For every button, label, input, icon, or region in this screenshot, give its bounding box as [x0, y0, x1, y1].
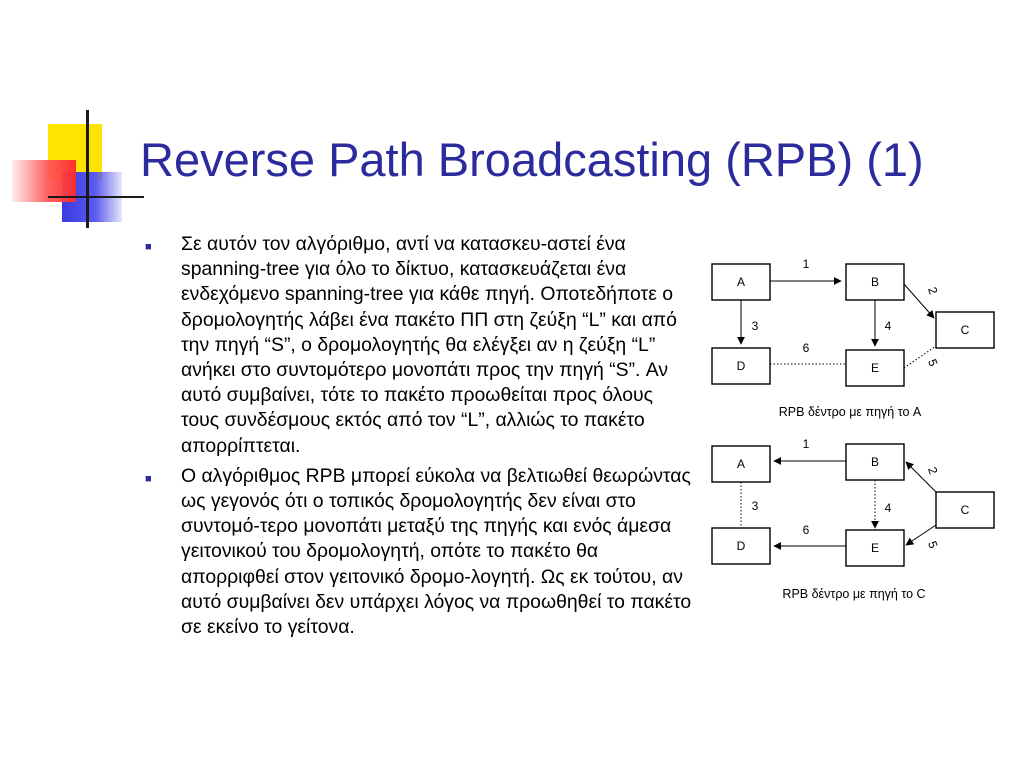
- edge-weight-be: 4: [885, 501, 892, 515]
- edge-c-e: [905, 524, 937, 546]
- rpb-diagrams: A B C D E 1 2 3 4 6 5 RPB δέντρο με πηγή…: [711, 257, 995, 601]
- node-c-label: C: [961, 323, 970, 337]
- edge-weight-ab: 1: [803, 437, 810, 451]
- diagram-caption: RPB δέντρο με πηγή το C: [782, 587, 925, 601]
- edge-weight-ad: 3: [752, 319, 759, 333]
- node-d: [711, 347, 771, 385]
- node-e-label: E: [871, 361, 879, 375]
- node-c: [935, 311, 995, 349]
- logo-vertical-line: [86, 110, 89, 228]
- node-b-label: B: [871, 455, 879, 469]
- slide-title: Reverse Path Broadcasting (RPB) (1): [140, 133, 924, 186]
- edge-weight-ec: 5: [925, 539, 941, 550]
- node-a: [711, 263, 771, 301]
- bullet-item: ■ Ο αλγόριθμος RPB μπορεί εύκολα να βελτ…: [145, 464, 693, 640]
- node-a-label: A: [737, 457, 745, 471]
- logo-red-square: [12, 160, 76, 202]
- bullet-text: Ο αλγόριθμος RPB μπορεί εύκολα να βελτιω…: [181, 464, 692, 639]
- node-b-label: B: [871, 275, 879, 289]
- node-b: [845, 443, 905, 481]
- bullet-list: ■ Σε αυτόν τον αλγόριθμο, αντί να κατασκ…: [145, 232, 693, 645]
- node-b: [845, 263, 905, 301]
- edge-weight-de: 6: [803, 341, 810, 355]
- node-c: [935, 491, 995, 529]
- bullet-text: Σε αυτόν τον αλγόριθμο, αντί να κατασκευ…: [181, 233, 677, 457]
- node-a: [711, 445, 771, 483]
- edge-weight-be: 4: [885, 319, 892, 333]
- diagram-caption: RPB δέντρο με πηγή το A: [779, 405, 922, 419]
- edge-weight-de: 6: [803, 523, 810, 537]
- node-d: [711, 527, 771, 565]
- node-d-label: D: [737, 359, 746, 373]
- square-bullet-icon: ■: [145, 241, 152, 253]
- node-e: [845, 349, 905, 387]
- node-c-label: C: [961, 503, 970, 517]
- edge-weight-bc: 2: [925, 285, 941, 296]
- diagram-source-c: A B C D E 1 2 3 4 6 5 RPB δέντρο με πηγή…: [711, 437, 995, 601]
- edge-e-c: [903, 345, 937, 369]
- edge-weight-ab: 1: [803, 257, 810, 271]
- node-d-label: D: [737, 539, 746, 553]
- edge-weight-ad: 3: [752, 499, 759, 513]
- node-a-label: A: [737, 275, 745, 289]
- node-e: [845, 529, 905, 567]
- edge-weight-bc: 2: [925, 465, 941, 476]
- edge-weight-ec: 5: [925, 357, 941, 368]
- diagram-source-a: A B C D E 1 2 3 4 6 5 RPB δέντρο με πηγή…: [711, 257, 995, 419]
- node-e-label: E: [871, 541, 879, 555]
- edge-b-c: [903, 283, 935, 319]
- square-bullet-icon: ■: [145, 472, 152, 485]
- bullet-item: ■ Σε αυτόν τον αλγόριθμο, αντί να κατασκ…: [145, 232, 693, 459]
- edge-c-b: [905, 461, 937, 493]
- logo-horizontal-line: [48, 196, 144, 198]
